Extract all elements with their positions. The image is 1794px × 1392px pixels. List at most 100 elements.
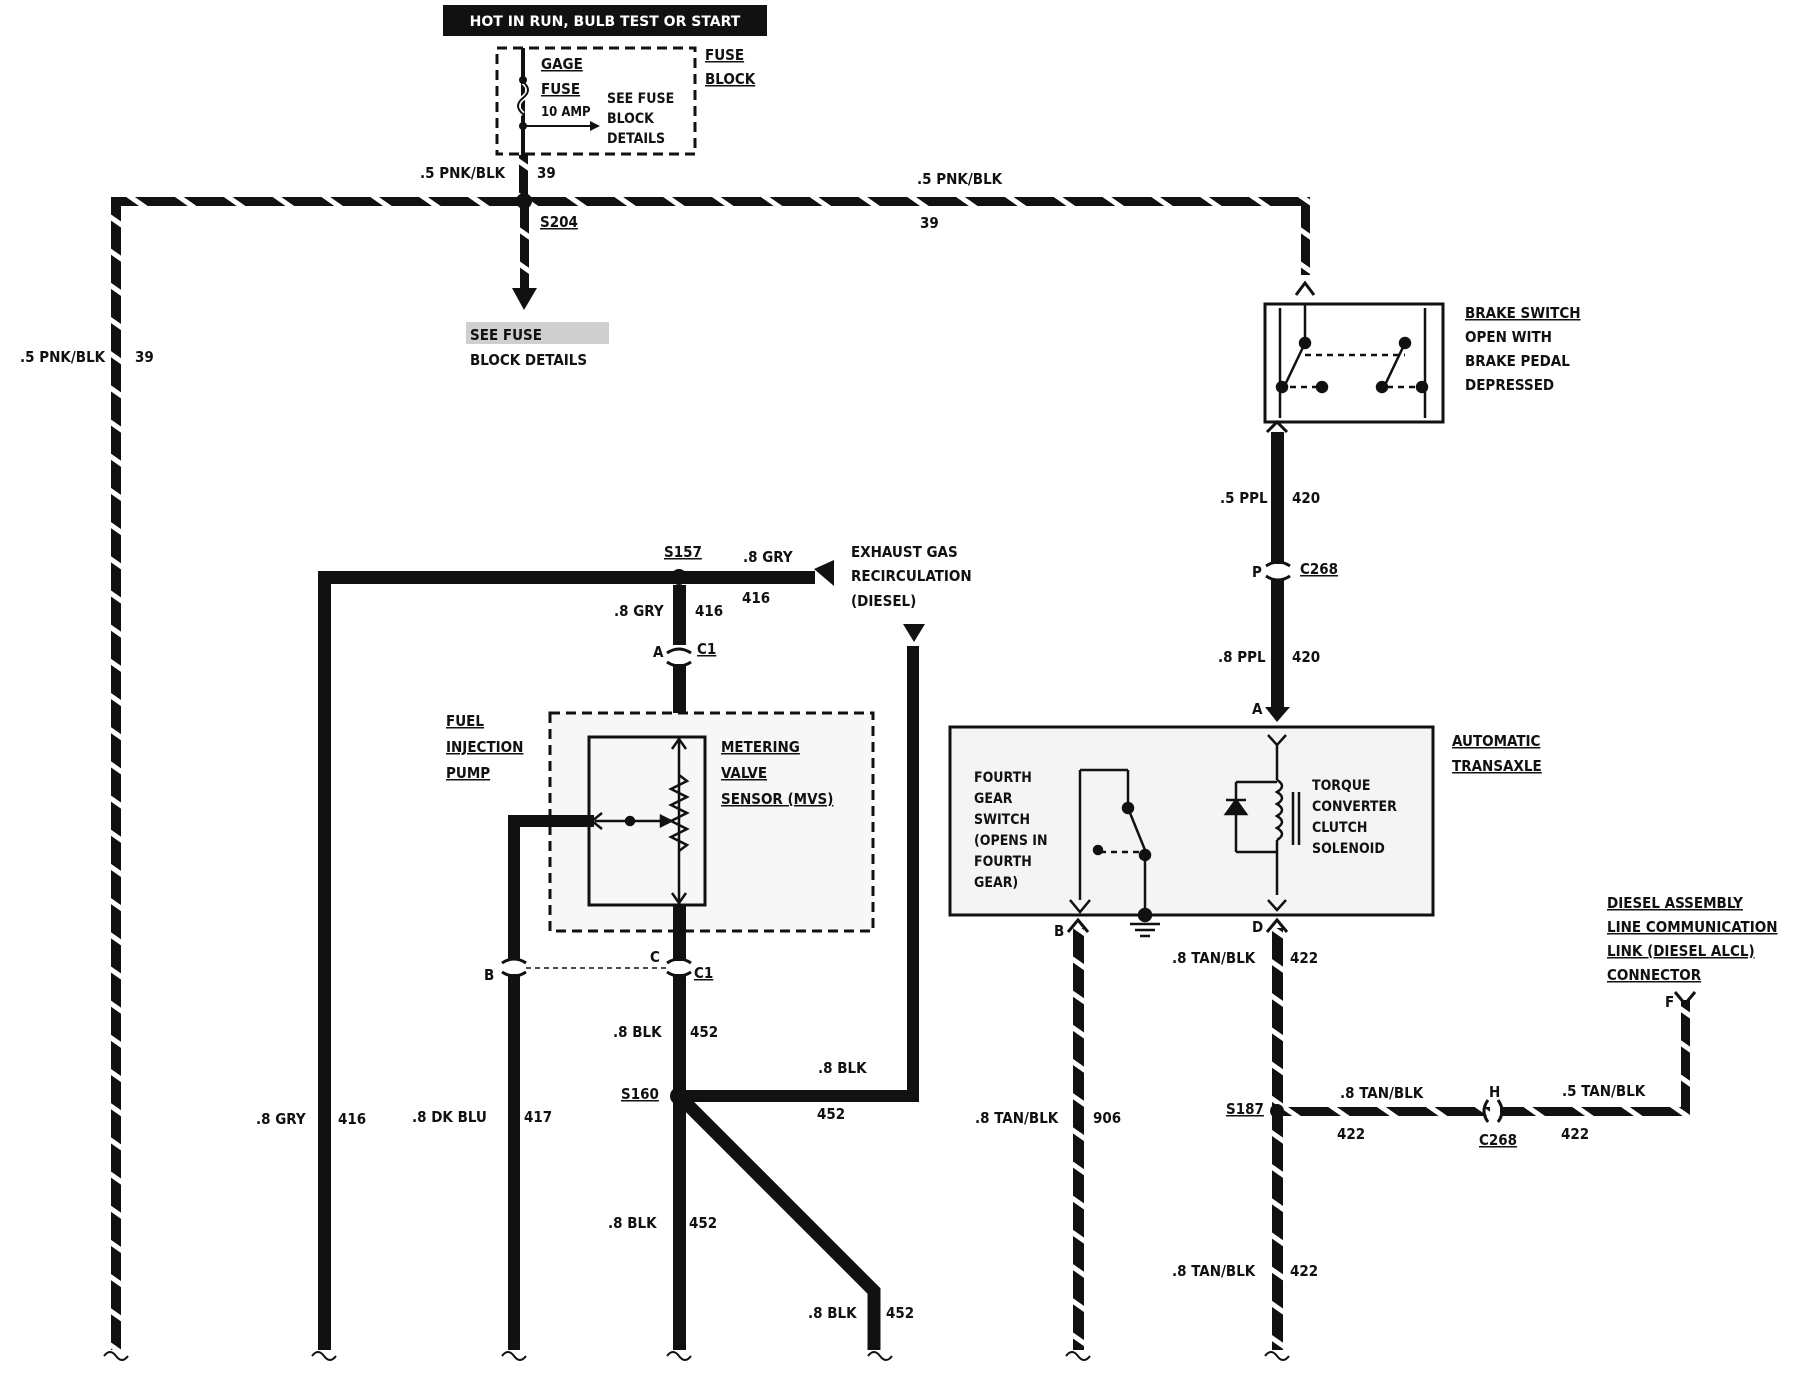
fuse-block-title-1: FUSE xyxy=(705,46,744,64)
transaxle-pin-d: D xyxy=(1252,918,1263,936)
alcl-pin-f: F xyxy=(1665,993,1674,1011)
connector-c1-pin-c-icon xyxy=(666,957,692,978)
wire-416-gauge-top: .8 GRY xyxy=(743,548,793,566)
wire-420-circuit-lower: 420 xyxy=(1292,648,1320,666)
wire-422-circuit-upper: 422 xyxy=(1290,949,1318,967)
fuse-block-title-2: BLOCK xyxy=(705,70,756,88)
connector-c1-pin-b-icon xyxy=(501,957,527,978)
wire-422-alcl-riser xyxy=(1681,1000,1690,1116)
wire-416-left-drop xyxy=(318,571,331,1350)
splice-s204-dot xyxy=(516,193,532,209)
wire-422-circuit-horizontal-right: 422 xyxy=(1561,1125,1589,1143)
mvs-potentiometer-icon xyxy=(589,736,690,906)
c268-pin-p: P xyxy=(1252,563,1262,581)
fuel-pump-title-3: PUMP xyxy=(446,764,490,782)
wire-420-gauge-lower: .8 PPL xyxy=(1218,648,1266,666)
wire-452-circuit-egr: 452 xyxy=(817,1105,845,1123)
wire-452-egr-horizontal xyxy=(679,1090,919,1102)
wire-416-top xyxy=(324,571,815,584)
mvs-title-2: VALVE xyxy=(721,764,767,782)
tcc-line2: CONVERTER xyxy=(1312,799,1397,815)
egr-arrow-icon xyxy=(814,560,834,586)
c1-label-top: C1 xyxy=(697,640,716,658)
wire-417-vertical-bottom xyxy=(508,974,520,1350)
hot-in-run-label: HOT IN RUN, BULB TEST OR START xyxy=(470,14,741,30)
alcl-title-4: CONNECTOR xyxy=(1607,966,1702,984)
wire-39-right-drop xyxy=(1301,197,1310,275)
wire-452-gauge-egr: .8 BLK xyxy=(818,1059,867,1077)
transaxle-title-1: AUTOMATIC xyxy=(1452,732,1541,750)
wire-39-top-bus xyxy=(116,197,1310,206)
wire-417-circuit: 417 xyxy=(524,1108,552,1126)
splice-s187-label: S187 xyxy=(1226,1100,1264,1118)
transaxle-title-2: TRANSAXLE xyxy=(1452,757,1542,775)
brake-switch-top-connector-icon xyxy=(1294,280,1316,296)
fuse-label-fuse: FUSE xyxy=(541,80,580,98)
wire-452-down xyxy=(673,1096,686,1350)
wire-452-circuit-upper: 452 xyxy=(690,1023,718,1041)
wire-452-from-mvs xyxy=(673,905,686,961)
fourth-gear-line5: FOURTH xyxy=(974,854,1032,870)
ground-icon xyxy=(1130,907,1160,938)
wire-39-drop-s204 xyxy=(519,155,528,200)
wire-452-diagonal xyxy=(676,1093,881,1350)
wire-416-down xyxy=(673,585,686,645)
wire-452-gauge-upper: .8 BLK xyxy=(613,1023,662,1041)
fuse-see-line3: DETAILS xyxy=(607,131,665,147)
wire-422-horizontal-left xyxy=(1283,1107,1490,1116)
wire-452-gauge-lower: .8 BLK xyxy=(608,1214,657,1232)
wire-452-circuit-diagonal: 452 xyxy=(886,1304,914,1322)
wire-422-gauge-horizontal: .8 TAN/BLK xyxy=(1340,1084,1424,1102)
splice-s204-label: S204 xyxy=(540,213,578,231)
wire-422-vertical xyxy=(1272,928,1283,1350)
wire-417-gauge: .8 DK BLU xyxy=(412,1108,487,1126)
egr-line3: (DIESEL) xyxy=(851,592,916,610)
egr-line1: EXHAUST GAS xyxy=(851,543,958,561)
wire-416-gauge-left: .8 GRY xyxy=(256,1110,306,1128)
brake-switch-contacts-icon xyxy=(1275,304,1429,418)
fourth-gear-line3: SWITCH xyxy=(974,812,1030,828)
wire-39-circuit-top-left: 39 xyxy=(537,164,556,182)
hot-in-run-banner xyxy=(443,5,767,36)
fuel-pump-title-1: FUEL xyxy=(446,712,484,730)
wire-break-marks xyxy=(103,1351,1290,1361)
see-fuse-bottom-shade xyxy=(466,322,609,344)
wire-422-circuit-horizontal-left: 422 xyxy=(1337,1125,1365,1143)
c1-pin-c: C xyxy=(650,948,660,966)
wire-906-end-icon xyxy=(1066,917,1090,933)
see-fuse-bottom-line2: BLOCK DETAILS xyxy=(470,351,587,369)
wire-416-gauge-drop: .8 GRY xyxy=(614,602,664,620)
alcl-title-2: LINE COMMUNICATION xyxy=(1607,918,1778,936)
wire-422-gauge-upper: .8 TAN/BLK xyxy=(1172,949,1256,967)
wire-416-circuit-left: 416 xyxy=(338,1110,366,1128)
fuse-dot-icon xyxy=(519,76,527,84)
wire-452-circuit-lower: 452 xyxy=(689,1214,717,1232)
alcl-title-1: DIESEL ASSEMBLY xyxy=(1607,894,1743,912)
wire-420-circuit-upper: 420 xyxy=(1292,489,1320,507)
splice-s187-dot xyxy=(1270,1104,1284,1118)
wire-422-circuit-lower: 422 xyxy=(1290,1262,1318,1280)
wire-39-s204-down xyxy=(520,206,529,288)
wire-39-gauge-top-right: .5 PNK/BLK xyxy=(917,170,1003,188)
wire-39-gauge-top-left: .5 PNK/BLK xyxy=(420,164,506,182)
wire-906-circuit: 906 xyxy=(1093,1109,1121,1127)
fuse-see-line2: BLOCK xyxy=(607,111,655,127)
transaxle-pin-a: A xyxy=(1252,700,1263,718)
brake-switch-bottom-connector-icon xyxy=(1265,419,1289,434)
egr-line2: RECIRCULATION xyxy=(851,567,972,585)
wire-420-gauge-upper: .5 PPL xyxy=(1220,489,1268,507)
c268-label-side: C268 xyxy=(1479,1131,1517,1149)
alcl-title-3: LINK (DIESEL ALCL) xyxy=(1607,942,1755,960)
alcl-connector-icon xyxy=(1673,991,1697,1007)
fuse-element-icon-line xyxy=(517,81,529,115)
splice-s157-label: S157 xyxy=(664,543,702,561)
c1-pin-b: B xyxy=(484,966,494,984)
wire-416-circuit-drop: 416 xyxy=(695,602,723,620)
egr-diesel-arrow-icon xyxy=(903,624,925,642)
tcc-line1: TORQUE xyxy=(1312,778,1371,794)
wire-417-horizontal xyxy=(508,815,594,827)
tcc-line3: CLUTCH xyxy=(1312,820,1367,836)
fourth-gear-line6: GEAR) xyxy=(974,875,1018,891)
